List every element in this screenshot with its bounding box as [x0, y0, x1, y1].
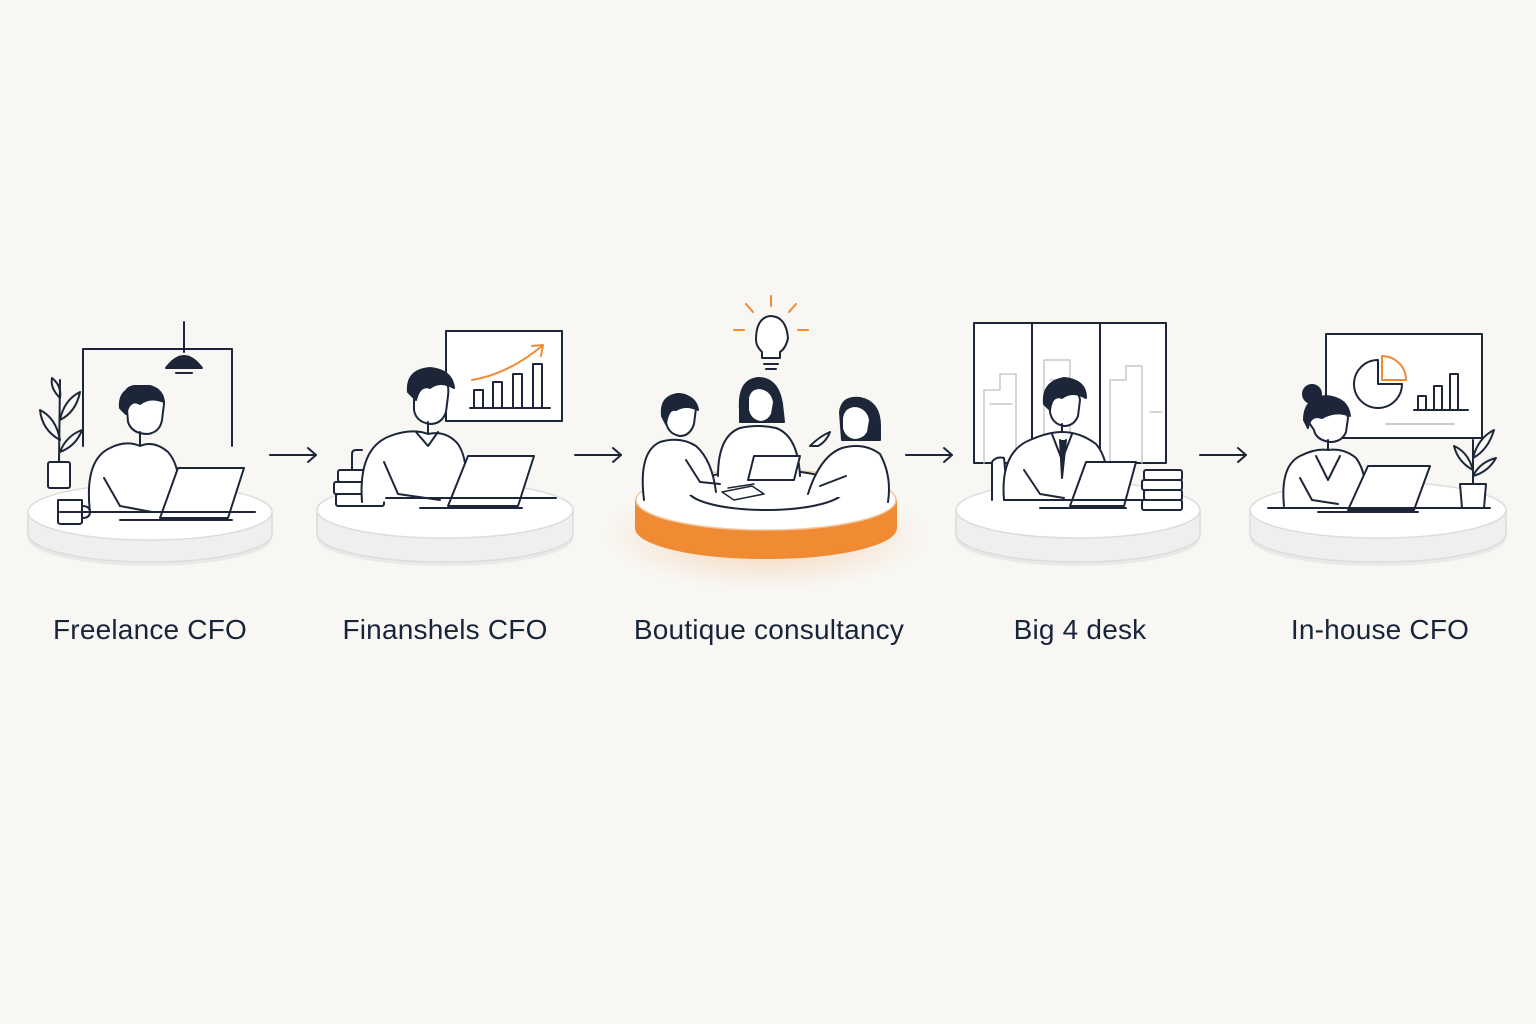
laptop-icon — [1317, 465, 1431, 513]
laptop-icon — [419, 455, 535, 509]
laptop-icon — [119, 467, 245, 521]
finanshels-person — [360, 367, 467, 503]
lightbulb-icon — [733, 295, 809, 370]
step-3-label: Boutique consultancy — [633, 614, 905, 645]
arrow-3-icon — [905, 447, 953, 463]
growth-chart-board — [445, 330, 563, 422]
pie-chart-icon — [1353, 359, 1403, 409]
step-3-illustration — [606, 295, 926, 590]
hanging-lamp-icon — [165, 321, 203, 374]
arrow-2-icon — [574, 447, 622, 463]
step-2-illustration — [316, 330, 574, 566]
plant-icon — [39, 377, 83, 489]
binders-stack-icon — [1141, 469, 1183, 511]
inhouse-person — [1282, 384, 1366, 507]
step-4-label: Big 4 desk — [1013, 614, 1147, 645]
documents-icon — [721, 483, 765, 501]
step-1-label: Freelance CFO — [53, 614, 247, 645]
consultant-right-person — [807, 396, 890, 503]
step-2-label: Finanshels CFO — [342, 614, 548, 645]
arrow-4-icon — [1199, 447, 1247, 463]
consultant-left-person — [641, 393, 721, 501]
laptop-icon — [1039, 461, 1137, 509]
laptop-icon — [747, 455, 801, 481]
step-4-illustration — [955, 322, 1201, 566]
freelancer-person — [87, 385, 180, 513]
dashboard-board — [1325, 333, 1483, 439]
arrow-1-icon — [269, 447, 317, 463]
step-1-illustration — [27, 321, 273, 566]
step-5-illustration — [1249, 333, 1507, 566]
step-4-platform — [955, 481, 1201, 566]
step-5-label: In-house CFO — [1290, 614, 1470, 645]
